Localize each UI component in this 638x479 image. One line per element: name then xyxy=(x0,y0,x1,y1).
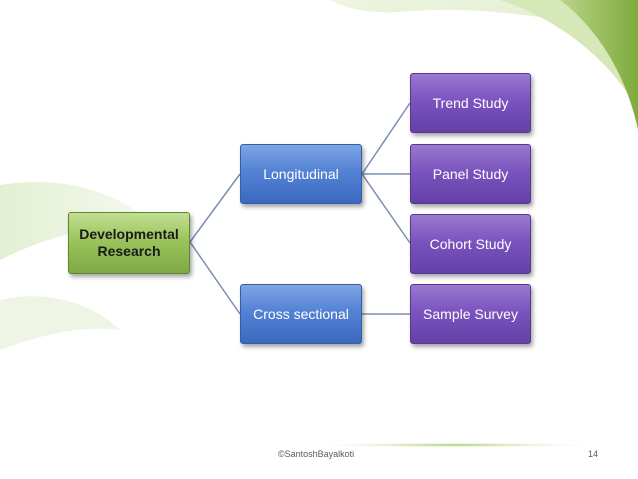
node-label: Trend Study xyxy=(432,94,509,111)
node-cohort-study: Cohort Study xyxy=(410,214,531,274)
right-swoosh-dark xyxy=(560,0,638,130)
node-longitudinal: Longitudinal xyxy=(240,144,362,204)
node-label: Longitudinal xyxy=(263,165,339,182)
node-developmental-research: Developmental Research xyxy=(68,212,190,274)
connector-longitudinal-cohort xyxy=(361,173,411,244)
node-sample-survey: Sample Survey xyxy=(410,284,531,344)
left-swoosh-lower xyxy=(0,296,120,350)
node-label: Panel Study xyxy=(432,165,509,182)
connector-root-cross-sectional xyxy=(189,241,241,315)
node-label: Cross sectional xyxy=(253,305,349,322)
connector-root-longitudinal xyxy=(189,173,241,243)
node-cross-sectional: Cross sectional xyxy=(240,284,362,344)
node-label: Cohort Study xyxy=(429,235,512,252)
node-label: Developmental Research xyxy=(79,226,179,259)
slide-number: 14 xyxy=(588,449,599,459)
footer-credit: ©SantoshBayalkoti xyxy=(278,449,355,459)
connector-longitudinal-trend xyxy=(361,102,411,175)
bottom-accent-line xyxy=(305,442,605,448)
node-trend-study: Trend Study xyxy=(410,73,531,133)
node-label: Sample Survey xyxy=(423,305,518,322)
node-panel-study: Panel Study xyxy=(410,144,531,204)
